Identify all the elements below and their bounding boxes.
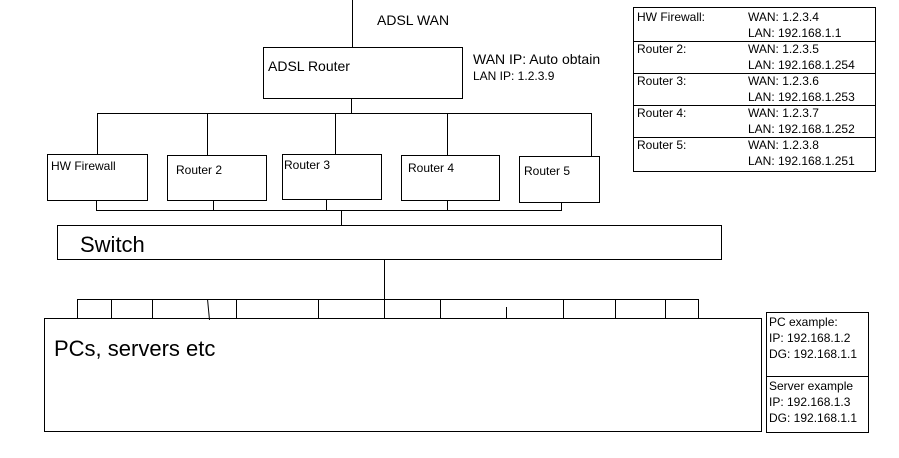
ip-row-lan: LAN: 192.168.1.1 bbox=[748, 26, 842, 40]
ip-row-lan: LAN: 192.168.1.254 bbox=[748, 58, 855, 72]
server-example-ip: IP: 192.168.1.3 bbox=[769, 395, 851, 409]
router-2-label: Router 2 bbox=[176, 163, 222, 177]
server-example-box bbox=[766, 376, 869, 433]
pc-example-ip: IP: 192.168.1.2 bbox=[769, 331, 851, 345]
ip-row-lan: LAN: 192.168.1.251 bbox=[748, 154, 855, 168]
router-4-label: Router 4 bbox=[408, 161, 454, 175]
adsl-router-label: ADSL Router bbox=[268, 58, 350, 74]
switch-box bbox=[57, 225, 722, 260]
router-2-box bbox=[167, 155, 267, 201]
pc-example-title: PC example: bbox=[769, 315, 838, 329]
ip-row-wan: WAN: 1.2.3.8 bbox=[748, 138, 819, 152]
wan-label: ADSL WAN bbox=[377, 12, 449, 28]
pcs-servers-box bbox=[44, 318, 762, 432]
server-example-title: Server example bbox=[769, 379, 853, 393]
switch-label: Switch bbox=[80, 232, 145, 257]
port-tick bbox=[207, 298, 210, 321]
ip-row-name: Router 3: bbox=[637, 74, 686, 88]
router-3-label: Router 3 bbox=[284, 158, 330, 172]
router-4-box bbox=[401, 155, 500, 201]
ip-row-name: Router 5: bbox=[637, 138, 686, 152]
hw-firewall-box bbox=[47, 154, 148, 201]
pc-example-dg: DG: 192.168.1.1 bbox=[769, 347, 857, 361]
ip-table-frame bbox=[633, 7, 876, 172]
adsl-router-wan-ip: WAN IP: Auto obtain bbox=[473, 51, 600, 67]
ip-row-wan: WAN: 1.2.3.6 bbox=[748, 74, 819, 88]
hw-firewall-label: HW Firewall bbox=[51, 159, 116, 173]
ip-row-name: Router 4: bbox=[637, 106, 686, 120]
router-5-box bbox=[519, 156, 600, 203]
ip-row-lan: LAN: 192.168.1.253 bbox=[748, 90, 855, 104]
adsl-router-lan-ip: LAN IP: 1.2.3.9 bbox=[473, 69, 555, 83]
ip-row-wan: WAN: 1.2.3.5 bbox=[748, 42, 819, 56]
ip-row-name: HW Firewall: bbox=[637, 10, 705, 24]
ip-row-wan: WAN: 1.2.3.4 bbox=[748, 10, 819, 24]
ip-row-lan: LAN: 192.168.1.252 bbox=[748, 122, 855, 136]
pcs-servers-label: PCs, servers etc bbox=[54, 336, 215, 361]
server-example-dg: DG: 192.168.1.1 bbox=[769, 411, 857, 425]
adsl-router-box bbox=[263, 47, 463, 99]
router-5-label: Router 5 bbox=[524, 164, 570, 178]
ip-row-name: Router 2: bbox=[637, 42, 686, 56]
ip-row-wan: WAN: 1.2.3.7 bbox=[748, 106, 819, 120]
router-3-box bbox=[282, 154, 382, 200]
